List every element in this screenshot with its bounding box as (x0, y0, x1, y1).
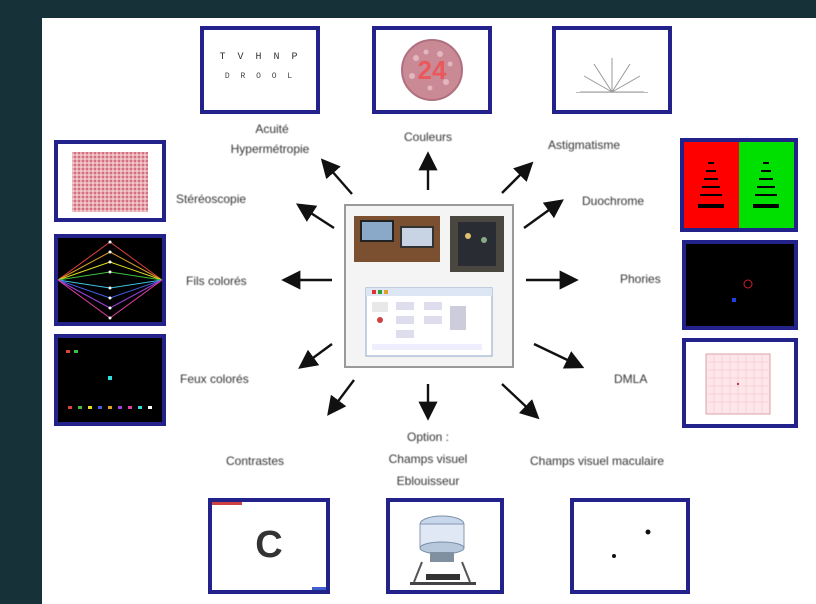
label-feux-colores: Feux colorés (180, 372, 249, 386)
arrow-feux-colores (298, 343, 333, 369)
label-phories: Phories (620, 272, 661, 286)
arrows-layer (281, 151, 585, 421)
amsler-grid-thumbnail (682, 338, 798, 428)
colored-wires-thumbnail (54, 234, 166, 326)
label-duochrome: Duochrome (582, 194, 645, 208)
label-dmla: DMLA (614, 372, 648, 386)
acuity-row-1: T V H N P (219, 52, 301, 63)
visual-field-device-thumbnail (386, 498, 504, 594)
label-contrastes: Contrastes (226, 454, 285, 468)
label-fils-colores: Fils colorés (186, 274, 247, 288)
arrow-astigmatisme (501, 161, 534, 194)
ishihara-number: 24 (418, 55, 447, 85)
diagram-canvas: T V H N P D R O O L 24 (42, 18, 816, 604)
phorias-thumbnail (682, 240, 798, 330)
label-option: Option : (406, 430, 450, 444)
colored-lights-thumbnail (54, 334, 166, 426)
arrow-duochrome (523, 199, 564, 229)
label-champs-maculaire: Champs visuel maculaire (530, 454, 665, 468)
label-eblouisseur: Eblouisseur (396, 474, 460, 488)
label-champs-visuel: Champs visuel (388, 452, 468, 466)
contrast-letter: C (255, 524, 283, 566)
arrow-champs-maculaire (501, 383, 540, 420)
label-acuite: Acuité (255, 122, 289, 136)
stereoscopy-thumbnail (54, 140, 166, 222)
duochrome-thumbnail (680, 138, 798, 232)
macular-field-thumbnail (570, 498, 690, 594)
acuity-row-2: D R O O L (224, 72, 296, 81)
arrow-acuite (320, 158, 353, 195)
contrast-test-thumbnail: C (208, 498, 330, 594)
astigmatism-fan-thumbnail (552, 26, 672, 114)
center-device-photo (344, 204, 514, 368)
arrow-contrastes (327, 379, 355, 416)
acuity-chart-thumbnail: T V H N P D R O O L (200, 26, 320, 114)
label-hypermetropie: Hypermétropie (230, 142, 310, 156)
label-astigmatisme: Astigmatisme (548, 138, 621, 152)
label-stereoscopie: Stéréoscopie (176, 192, 247, 206)
label-couleurs: Couleurs (403, 130, 453, 144)
arrow-dmla (533, 342, 585, 369)
color-plate-thumbnail: 24 (372, 26, 492, 114)
arrow-stereoscopie (295, 203, 335, 230)
